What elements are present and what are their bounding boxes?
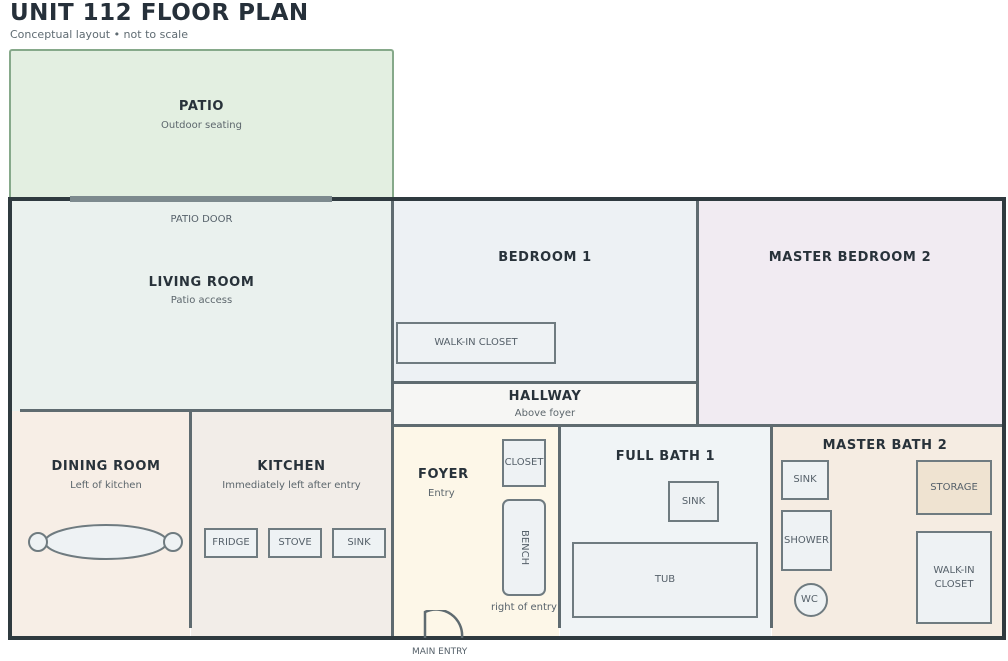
foyer-closet: CLOSET — [502, 439, 546, 487]
shower: SHOWER — [781, 510, 832, 571]
room-foyer-name: FOYER — [418, 467, 469, 482]
room-dining-room-sub: Left of kitchen — [70, 480, 142, 491]
dining-chair-left — [28, 532, 48, 552]
room-kitchen-sub: Immediately left after entry — [222, 480, 361, 491]
dining-table — [28, 524, 183, 560]
dining-table-top — [44, 524, 168, 560]
wall-interior-bed1-master — [696, 199, 699, 425]
wall-interior-living-dining — [20, 409, 393, 412]
room-master-bedroom-2-name: MASTER BEDROOM 2 — [768, 250, 932, 265]
room-foyer-sub: Entry — [428, 488, 455, 499]
room-living-room-name: LIVING ROOM — [148, 275, 255, 290]
wall-interior-hall-foyer — [392, 424, 1002, 427]
room-bedroom-1-name: BEDROOM 1 — [498, 250, 592, 265]
wall-interior-bed1-hall — [392, 381, 698, 384]
main-entry-door[interactable] — [422, 610, 466, 640]
bath1-sink: SINK — [668, 481, 719, 522]
patio-door-label: PATIO DOOR — [170, 214, 233, 225]
room-hallway-name: HALLWAY — [508, 389, 582, 404]
room-kitchen-name: KITCHEN — [257, 459, 326, 474]
room-dining-room-name: DINING ROOM — [51, 459, 161, 474]
dining-chair-right — [163, 532, 183, 552]
walk-in-closet-1: WALK-IN CLOSET — [396, 322, 556, 364]
room-patio-name: PATIO — [178, 99, 225, 114]
bath2-sink: SINK — [781, 460, 829, 500]
room-master-bedroom-2[interactable]: MASTER BEDROOM 2 — [698, 199, 1002, 425]
outer-wall — [8, 197, 1006, 640]
kitchen-sink: SINK — [332, 528, 386, 558]
bench: BENCH — [502, 499, 546, 596]
storage: STORAGE — [916, 460, 992, 515]
room-full-bath-1-name: FULL BATH 1 — [615, 449, 716, 464]
walk-in-closet-2: WALK-IN CLOSET — [916, 531, 992, 624]
wc-toilet — [794, 583, 828, 617]
room-patio-sub: Outdoor seating — [161, 120, 242, 131]
wall-interior-west-column — [391, 199, 394, 637]
fridge: FRIDGE — [204, 528, 258, 558]
room-dining-room[interactable]: DINING ROOM Left of kitchen — [11, 411, 190, 637]
main-entry-door-swing — [423, 610, 464, 639]
room-living-room-sub: Patio access — [170, 295, 233, 306]
page-subtitle: Conceptual layout • not to scale — [10, 28, 188, 41]
room-patio[interactable]: PATIO Outdoor seating — [9, 49, 394, 199]
wall-interior-foyer-bath1 — [558, 426, 561, 628]
room-master-bath-2-name: MASTER BATH 2 — [822, 438, 948, 453]
room-hallway[interactable]: HALLWAY Above foyer — [393, 383, 697, 425]
stove: STOVE — [268, 528, 322, 558]
wall-interior-bath1-bath2 — [770, 426, 773, 628]
bench-note: right of entry — [491, 602, 557, 613]
patio-door[interactable] — [70, 196, 332, 202]
wc-label: WC — [801, 594, 818, 605]
tub: TUB — [572, 542, 758, 618]
main-entry-label: MAIN ENTRY — [412, 647, 468, 657]
room-hallway-sub: Above foyer — [514, 408, 576, 419]
room-living-room[interactable]: PATIO DOOR LIVING ROOM Patio access — [11, 199, 392, 411]
room-kitchen[interactable]: KITCHEN Immediately left after entry — [191, 411, 392, 637]
page-title: UNIT 112 FLOOR PLAN — [10, 0, 309, 26]
bench-label: BENCH — [519, 529, 530, 566]
wall-interior-dining-kitchen — [189, 411, 192, 628]
